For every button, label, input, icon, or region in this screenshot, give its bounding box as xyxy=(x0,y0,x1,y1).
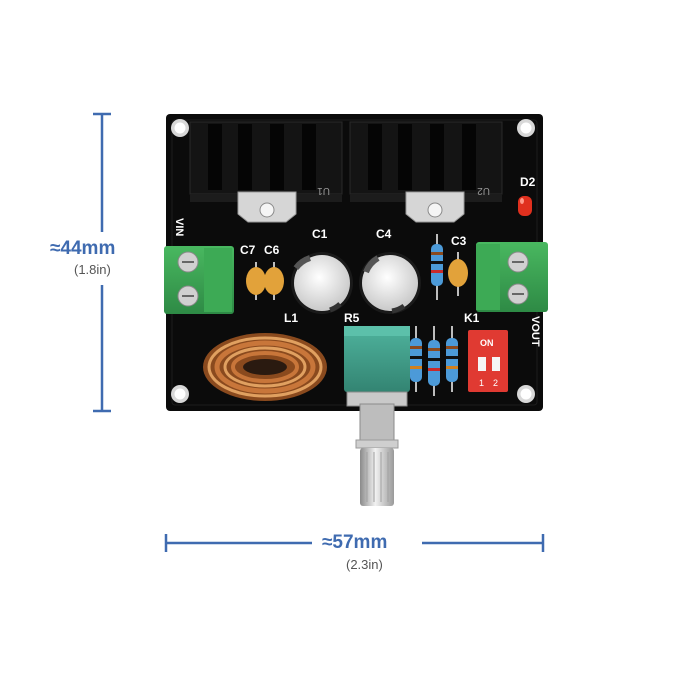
silkscreen-c4: C4 xyxy=(376,227,392,241)
mounting-hole xyxy=(517,119,535,137)
potentiometer-shaft[interactable] xyxy=(355,403,399,506)
led-d2 xyxy=(518,196,532,216)
height-dimension-label: ≈44mm xyxy=(50,238,116,259)
resistor xyxy=(410,326,422,392)
regulator-tab-u1 xyxy=(237,191,297,223)
width-dimension-line xyxy=(164,534,545,552)
resistor xyxy=(431,234,443,300)
dip-switch-k1[interactable] xyxy=(468,330,508,392)
silkscreen-d2: D2 xyxy=(520,175,536,189)
height-dimension-line xyxy=(93,112,111,413)
height-dimension-inches: (1.8in) xyxy=(74,262,111,277)
mounting-hole xyxy=(171,385,189,403)
potentiometer-r5[interactable] xyxy=(344,326,410,407)
silkscreen-k1: K1 xyxy=(464,311,480,325)
silkscreen-l1: L1 xyxy=(284,311,298,325)
resistor xyxy=(428,326,440,396)
electrolytic-capacitor-c4 xyxy=(359,252,421,314)
width-dimension-label: ≈57mm xyxy=(322,532,388,553)
mounting-hole xyxy=(517,385,535,403)
dip-switch-label-1: 1 xyxy=(479,378,484,388)
width-dimension-inches: (2.3in) xyxy=(346,557,383,572)
silkscreen-c6: C6 xyxy=(264,243,280,257)
silkscreen-vin: VIN xyxy=(173,218,185,236)
silkscreen-c1: C1 xyxy=(312,227,328,241)
ceramic-capacitor-c6 xyxy=(264,262,284,300)
silkscreen-u1: U1 xyxy=(317,185,330,196)
resistor xyxy=(446,326,458,392)
ceramic-capacitor-c3 xyxy=(448,252,468,296)
ceramic-capacitor-c7 xyxy=(246,262,266,300)
toroid-inductor-l1 xyxy=(203,333,327,401)
silkscreen-r5: R5 xyxy=(344,311,360,325)
silkscreen-u2: U2 xyxy=(477,185,490,196)
silkscreen-c7: C7 xyxy=(240,243,256,257)
heatsink-left xyxy=(189,121,343,202)
electrolytic-capacitor-c1 xyxy=(291,252,353,314)
regulator-tab-u2 xyxy=(405,191,465,223)
dip-switch-label-2: 2 xyxy=(493,378,498,388)
mounting-hole xyxy=(171,119,189,137)
dip-switch-on-label: ON xyxy=(480,338,494,348)
silkscreen-vout: VOUT xyxy=(529,316,541,347)
vin-terminal-block[interactable] xyxy=(164,246,234,314)
silkscreen-c3: C3 xyxy=(451,234,467,248)
vout-terminal-block[interactable] xyxy=(476,242,548,312)
